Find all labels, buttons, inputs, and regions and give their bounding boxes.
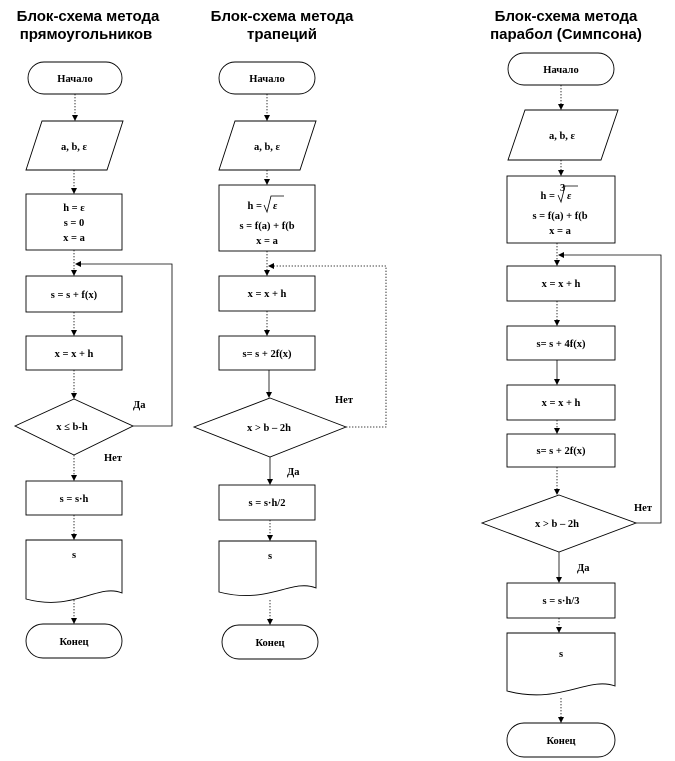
simp-step2-label: x = x + h (542, 398, 581, 409)
rect-final-label: s = s·h (60, 494, 89, 505)
trap-yes-label: Да (287, 467, 300, 478)
trap-init-h-label: h = (248, 201, 262, 212)
simp-end-terminal (506, 722, 616, 758)
rect-output-label: s (72, 550, 76, 561)
trap-input-parallelogram (218, 120, 317, 171)
simp-root-index: 3 (560, 183, 565, 194)
trap-connectors (264, 94, 387, 625)
flowchart-simpson: Блок-схема метода парабол (Симпсона) Нач… (480, 8, 662, 758)
rect-end-label: Конец (59, 637, 88, 648)
trap-sqrt-epsilon: ε (273, 201, 278, 212)
trap-init-process (218, 184, 316, 252)
rect-init-line1: h = ε (63, 203, 85, 214)
simp-output-document (506, 632, 616, 696)
rect-step-process (25, 335, 123, 371)
simp-final-label: s = s·h/3 (543, 596, 580, 607)
trap-end-terminal (221, 624, 319, 660)
simp-cbrt-sign (557, 185, 578, 204)
trap-sqrt-sign (263, 195, 284, 214)
trap-step-label: x = x + h (248, 289, 287, 300)
rect-final-process (25, 480, 123, 516)
simp-step1-label: x = x + h (542, 279, 581, 290)
rect-init-line3: x = a (63, 233, 85, 244)
simp-init-line2: s = f(a) + f(b (532, 211, 587, 222)
rect-step-label: x = x + h (55, 349, 94, 360)
simp-init-h-label: h = (541, 191, 555, 202)
rect-input-label: a, b, ε (61, 142, 88, 153)
rect-input-parallelogram (25, 120, 124, 171)
rect-sum-process (25, 275, 123, 313)
trap-final-process (218, 484, 316, 521)
trap-sum-label: s= s + 2f(x) (242, 349, 292, 360)
simp-init-process (506, 175, 616, 244)
rect-init-process (25, 193, 123, 251)
simp-condition-label: x > b – 2h (535, 519, 579, 530)
simp-arrow-loop-no (558, 252, 662, 524)
simp-final-process (506, 582, 616, 619)
rect-end-terminal (25, 623, 123, 659)
rect-sum-label: s = s + f(x) (51, 290, 98, 301)
simp-input-parallelogram (507, 109, 619, 161)
rect-yes-label: Да (133, 400, 146, 411)
simp-step2-process (506, 384, 616, 421)
trap-sum-process (218, 335, 316, 371)
title-simp-line2: парабол (Симпсона) (490, 26, 642, 43)
trap-arrow-loop-no (268, 263, 387, 428)
simp-sum2-process (506, 433, 616, 468)
simp-end-label: Конец (546, 736, 575, 747)
simp-start-label: Начало (543, 65, 578, 76)
trap-input-label: a, b, ε (254, 142, 281, 153)
trap-output-label: s (268, 551, 272, 562)
simp-input-label: a, b, ε (549, 131, 576, 142)
trap-end-label: Конец (255, 638, 284, 649)
title-trap-line1: Блок-схема метода (211, 8, 354, 25)
rect-no-label: Нет (104, 453, 123, 464)
rect-condition-label: x ≤ b-h (56, 422, 88, 433)
trap-output-document (218, 540, 317, 597)
flowchart-trapezoids: Блок-схема метода трапеций Начало a, b, … (192, 8, 387, 660)
title-trap-line2: трапеций (247, 26, 317, 43)
simp-init-line3: x = a (549, 226, 571, 237)
simp-sum2-label: s= s + 2f(x) (536, 446, 586, 457)
simp-sum1-label: s= s + 4f(x) (536, 339, 586, 350)
rect-output-document (25, 539, 123, 603)
simp-cbrt-epsilon: ε (567, 191, 572, 202)
trap-final-label: s = s·h/2 (249, 498, 286, 509)
trap-start-label: Начало (249, 74, 284, 85)
rect-init-line2: s = 0 (64, 218, 85, 229)
trap-no-label: Нет (335, 395, 354, 406)
trap-init-line2: s = f(a) + f(b (239, 221, 294, 232)
trap-step-process (218, 275, 316, 312)
rect-start-label: Начало (57, 74, 92, 85)
rect-connectors (71, 94, 173, 624)
title-simp-line1: Блок-схема метода (495, 8, 638, 25)
simp-yes-label: Да (577, 563, 590, 574)
trap-condition-label: x > b – 2h (247, 423, 291, 434)
title-rect-line2: прямоугольников (20, 26, 153, 43)
trap-init-line3: x = a (256, 236, 278, 247)
flowchart-rectangles: Блок-схема метода прямоугольников Начало… (13, 8, 173, 659)
rect-arrow-loop-yes (75, 261, 173, 427)
simp-connectors (554, 85, 662, 723)
simp-no-label: Нет (634, 503, 653, 514)
simp-sum1-process (506, 325, 616, 361)
simp-output-label: s (559, 649, 563, 660)
title-rect-line1: Блок-схема метода (17, 8, 160, 25)
simp-step1-process (506, 265, 616, 302)
